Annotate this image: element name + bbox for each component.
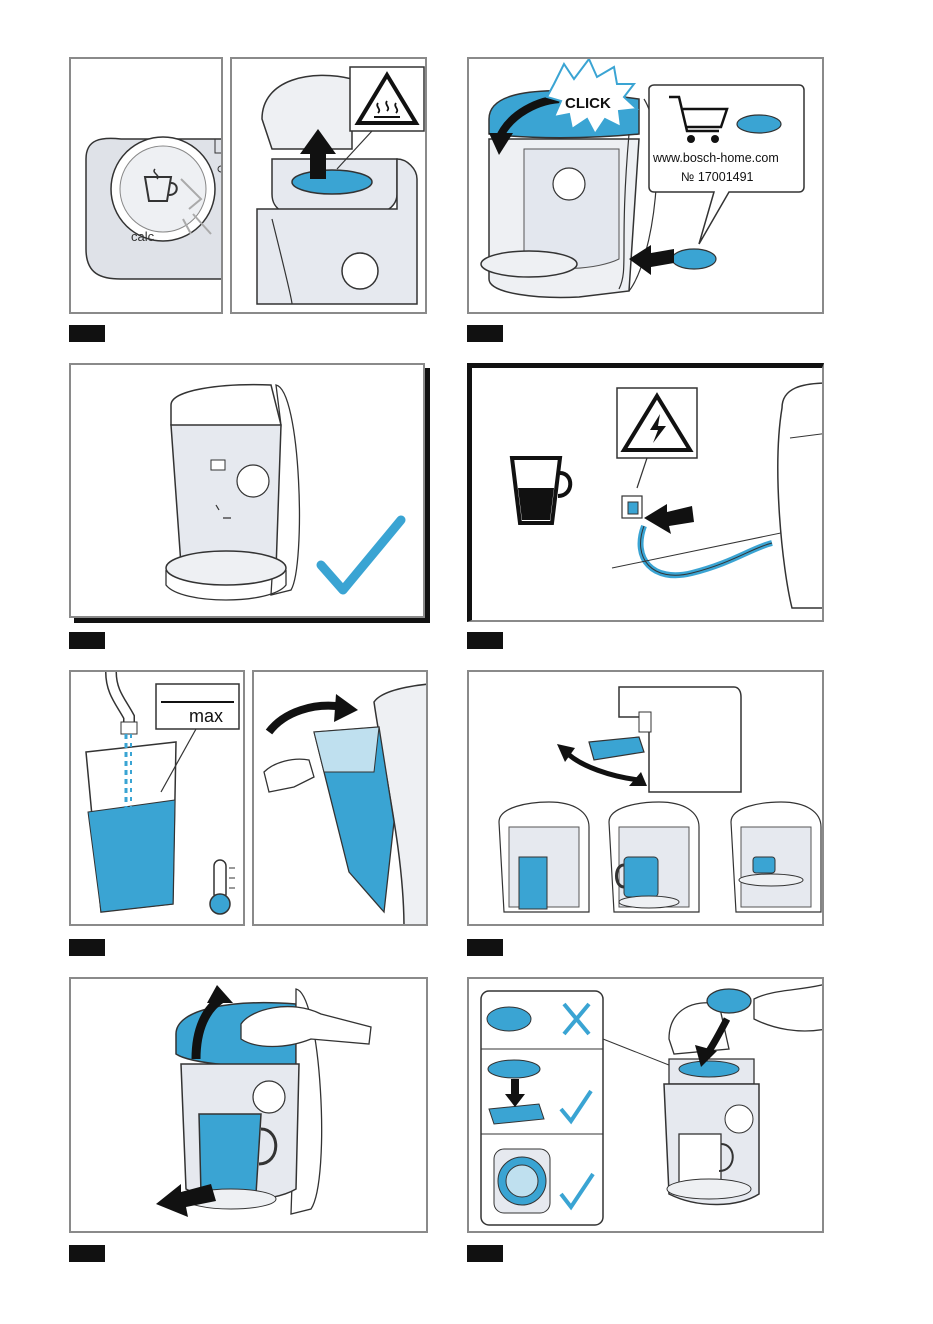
panel-calc-indicator: calc [69,57,223,314]
checkmark-icon [321,520,401,590]
thermometer-icon [210,860,235,914]
panel-open-lid-hot-warning [230,57,427,314]
open-lid-place-cup-illustration [71,979,428,1233]
shop-url: www.bosch-home.com [652,151,779,165]
click-label: CLICK [565,95,611,112]
fill-water-tank-illustration: max [71,672,245,926]
panel-machine-ok [69,363,425,618]
panel-fill-water-tank: max [69,670,245,926]
panel-plug-in [467,363,824,622]
plug-in-illustration [472,368,824,622]
step-number-block [69,939,105,956]
panel-insert-water-tank [252,670,428,926]
calc-button-illustration: calc [71,59,223,314]
step-number-block [69,632,105,649]
insert-tdisc-illustration [469,979,824,1233]
calc-label: calc [131,229,155,244]
max-label: max [189,706,223,726]
insert-water-tank-illustration [254,672,428,926]
replace-tdisc-illustration: CLICK www.bosch-home.com № 17001491 [469,59,824,314]
hot-surface-warning-icon [337,67,424,169]
open-lid-illustration [232,59,427,314]
panel-cup-sizes [467,670,824,926]
step-number-block [467,325,503,342]
panel-replace-tdisc: CLICK www.bosch-home.com № 17001491 [467,57,824,314]
cup-icon [512,458,570,523]
step-number-block [69,325,105,342]
part-number: № 17001491 [681,170,754,184]
step-number-block [69,1245,105,1262]
step-number-block [467,632,503,649]
panel-open-lid-place-cup [69,977,428,1233]
panel-insert-tdisc [467,977,824,1233]
machine-check-illustration [71,365,425,618]
step-number-block [467,939,503,956]
cup-sizes-illustration [469,672,824,926]
electric-hazard-warning-icon [617,388,697,488]
step-number-block [467,1245,503,1262]
